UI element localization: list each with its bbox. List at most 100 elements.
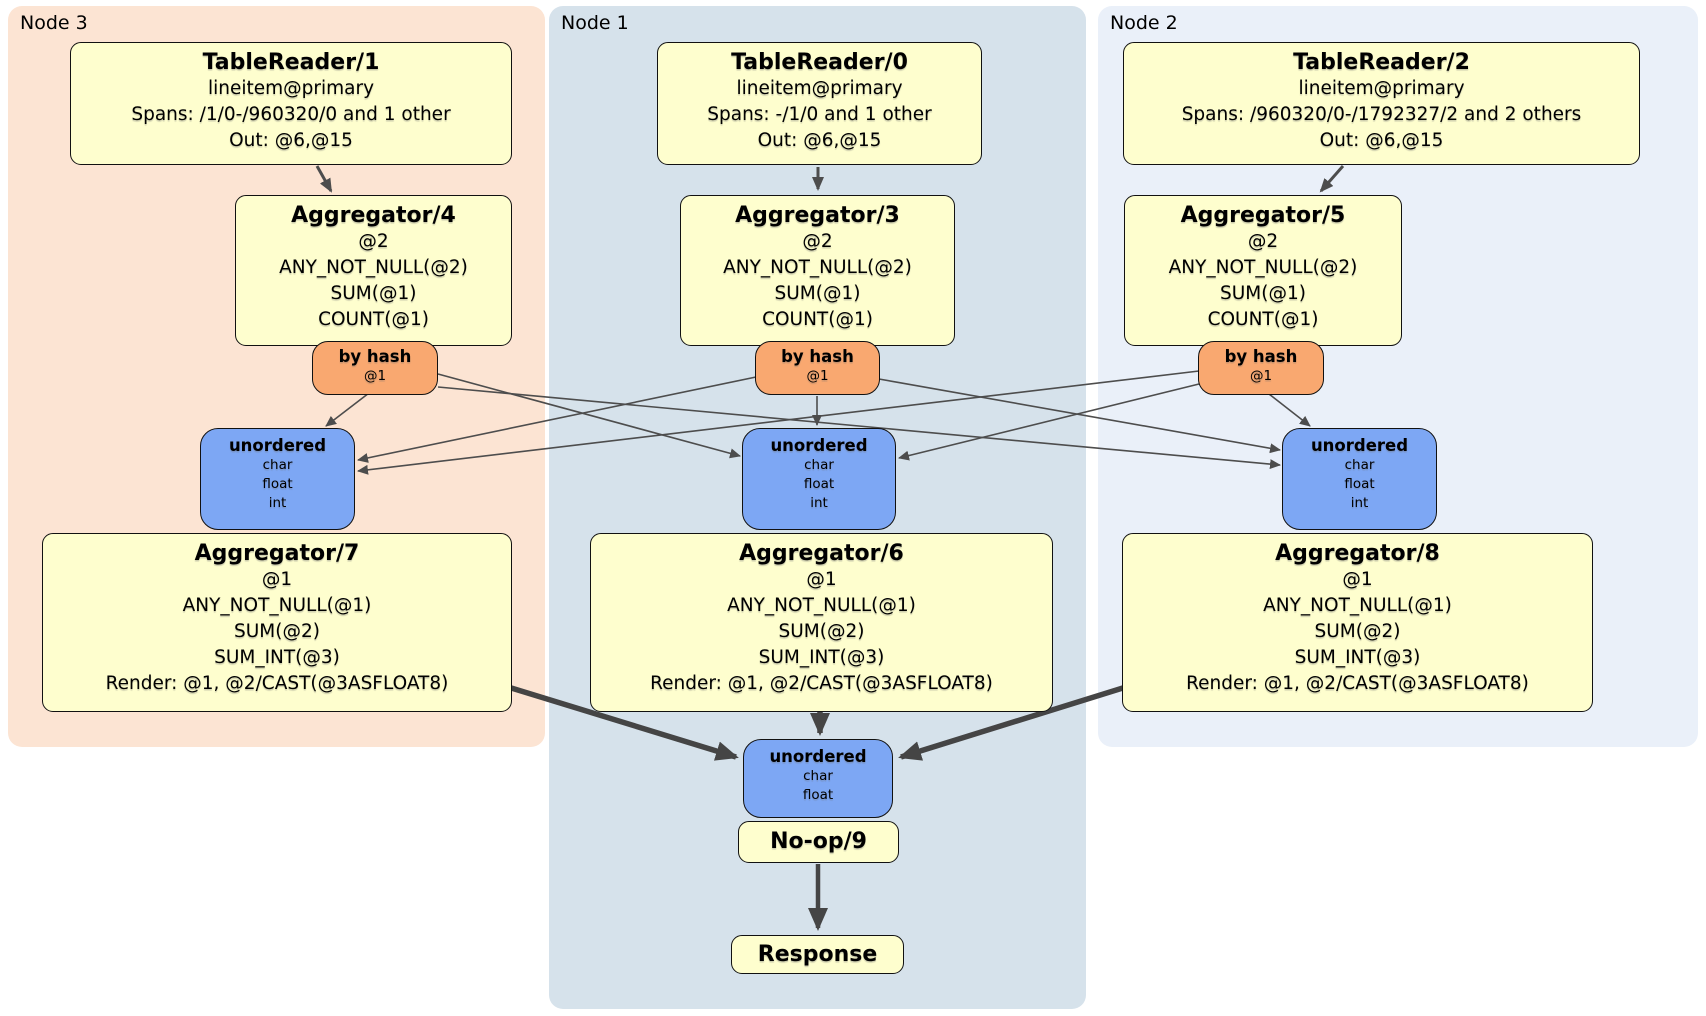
- processor-title: Aggregator/8: [1275, 541, 1440, 566]
- processor-title: Aggregator/3: [735, 203, 900, 228]
- processor-line: SUM(@2): [778, 621, 865, 642]
- sync-line: int: [1350, 495, 1369, 511]
- region-node1-label: Node 1: [561, 12, 629, 34]
- processor-line: SUM_INT(@3): [1294, 647, 1421, 668]
- processor-line: SUM(@2): [1314, 621, 1401, 642]
- sync-title: unordered: [770, 436, 868, 455]
- processor-line: ANY_NOT_NULL(@1): [182, 595, 372, 616]
- router-by-hash-node2: by hash @1: [1198, 341, 1324, 395]
- processor-aggregator-3: Aggregator/3 @2 ANY_NOT_NULL(@2) SUM(@1)…: [680, 195, 955, 346]
- edge-bh2-un3: [357, 370, 1200, 475]
- edge-bh1-un3: [357, 376, 757, 463]
- region-node2-label: Node 2: [1110, 12, 1178, 34]
- processor-line: ANY_NOT_NULL(@2): [279, 257, 468, 278]
- sync-line: float: [262, 476, 293, 492]
- processor-line: ANY_NOT_NULL(@2): [1168, 257, 1358, 278]
- processor-tablereader-2: TableReader/2 lineitem@primary Spans: /9…: [1123, 42, 1640, 165]
- processor-title: Aggregator/4: [291, 203, 456, 228]
- processor-line: Spans: /960320/0-/1792327/2 and 2 others: [1181, 104, 1582, 125]
- processor-tablereader-1: TableReader/1 lineitem@primary Spans: /1…: [70, 42, 512, 165]
- processor-aggregator-6: Aggregator/6 @1 ANY_NOT_NULL(@1) SUM(@2)…: [590, 533, 1053, 712]
- processor-line: Render: @1, @2/CAST(@3ASFLOAT8): [105, 673, 449, 694]
- processor-title: Aggregator/5: [1180, 203, 1346, 228]
- edge-bh2-un1: [898, 383, 1200, 461]
- processor-title: TableReader/1: [202, 50, 380, 75]
- edge-bh3-un3: [325, 392, 370, 427]
- sync-line: char: [262, 457, 293, 473]
- router-by-hash-node1: by hash @1: [755, 341, 880, 395]
- processor-line: Out: @6,@15: [229, 130, 353, 151]
- processor-aggregator-5: Aggregator/5 @2 ANY_NOT_NULL(@2) SUM(@1)…: [1124, 195, 1402, 346]
- processor-line: Spans: -/1/0 and 1 other: [707, 104, 932, 125]
- processor-line: @2: [1247, 231, 1279, 252]
- processor-title: No-op/9: [770, 829, 867, 854]
- processor-line: SUM(@1): [1220, 283, 1306, 304]
- sync-line: float: [803, 476, 835, 492]
- sync-title: unordered: [1310, 436, 1409, 455]
- router-title: by hash: [781, 347, 854, 366]
- processor-line: Render: @1, @2/CAST(@3ASFLOAT8): [650, 673, 993, 694]
- edge-bh3-un2: [437, 386, 1281, 470]
- processor-line: lineitem@primary: [1298, 78, 1465, 99]
- processor-line: Out: @6,@15: [1319, 130, 1444, 151]
- sync-unordered-node1: unordered char float int: [742, 428, 896, 530]
- processor-line: @1: [1342, 569, 1373, 590]
- sync-line: int: [810, 495, 828, 511]
- processor-line: ANY_NOT_NULL(@1): [1263, 595, 1452, 616]
- processor-line: @2: [358, 231, 389, 252]
- sync-line: float: [1344, 476, 1375, 492]
- processor-aggregator-8: Aggregator/8 @1 ANY_NOT_NULL(@1) SUM(@2)…: [1122, 533, 1593, 712]
- sync-title: unordered: [769, 747, 867, 766]
- processor-line: lineitem@primary: [207, 78, 375, 99]
- processor-title: Aggregator/6: [739, 541, 904, 566]
- sync-line: char: [804, 457, 834, 473]
- processor-line: ANY_NOT_NULL(@1): [727, 595, 916, 616]
- processor-line: SUM(@2): [234, 621, 320, 642]
- router-line: @1: [1249, 368, 1273, 384]
- response-node: Response: [731, 935, 904, 974]
- router-line: @1: [806, 368, 829, 384]
- router-title: by hash: [1224, 347, 1298, 366]
- processor-line: SUM_INT(@3): [214, 647, 340, 668]
- router-title: by hash: [338, 347, 412, 366]
- processor-line: SUM(@1): [774, 283, 861, 304]
- sync-line: char: [803, 768, 833, 784]
- router-line: @1: [363, 368, 387, 384]
- edge-bh3-un1: [437, 373, 741, 459]
- sync-line: char: [1344, 457, 1375, 473]
- sync-unordered-final: unordered char float: [743, 739, 893, 818]
- sync-title: unordered: [228, 436, 327, 455]
- processor-line: COUNT(@1): [318, 309, 429, 330]
- sync-unordered-node3: unordered char float int: [200, 428, 355, 530]
- processor-title: TableReader/2: [1293, 50, 1470, 75]
- edge-agg8-unc: [898, 684, 1127, 761]
- response-title: Response: [757, 941, 878, 967]
- processor-aggregator-7: Aggregator/7 @1 ANY_NOT_NULL(@1) SUM(@2)…: [42, 533, 512, 712]
- edge-bh2-un2: [1268, 393, 1311, 427]
- processor-aggregator-4: Aggregator/4 @2 ANY_NOT_NULL(@2) SUM(@1)…: [235, 195, 512, 346]
- edge-agg7-unc: [507, 684, 739, 761]
- processor-noop-9: No-op/9: [738, 821, 899, 863]
- processor-line: ANY_NOT_NULL(@2): [723, 257, 912, 278]
- region-node3-label: Node 3: [20, 12, 88, 34]
- processor-line: SUM(@1): [330, 283, 417, 304]
- edge-bh1-un2: [878, 378, 1281, 454]
- processor-line: SUM_INT(@3): [758, 647, 885, 668]
- processor-tablereader-0: TableReader/0 lineitem@primary Spans: -/…: [657, 42, 982, 165]
- router-by-hash-node3: by hash @1: [312, 341, 438, 395]
- sync-line: float: [802, 787, 834, 803]
- processor-line: @1: [261, 569, 293, 590]
- processor-line: Spans: /1/0-/960320/0 and 1 other: [131, 104, 451, 125]
- processor-title: Aggregator/7: [194, 541, 360, 566]
- edge-tr1-agg4: [315, 165, 333, 193]
- processor-title: TableReader/0: [731, 50, 908, 75]
- processor-line: @1: [806, 569, 837, 590]
- processor-line: COUNT(@1): [1207, 309, 1319, 330]
- processor-line: Out: @6,@15: [757, 130, 882, 151]
- processor-line: lineitem@primary: [736, 78, 903, 99]
- processor-line: @2: [802, 231, 833, 252]
- sync-unordered-node2: unordered char float int: [1282, 428, 1437, 530]
- processor-line: Render: @1, @2/CAST(@3ASFLOAT8): [1186, 673, 1529, 694]
